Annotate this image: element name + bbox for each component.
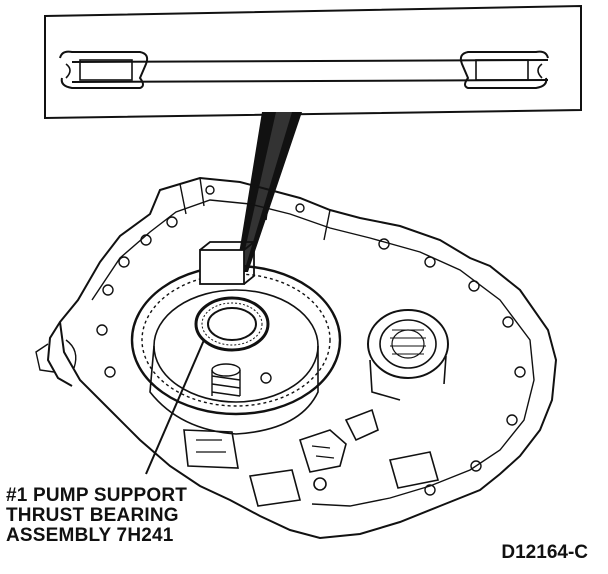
callout-label-line-2: THRUST BEARING — [6, 505, 179, 526]
thrust-bearing — [194, 296, 270, 352]
figure-code: D12164-C — [501, 542, 588, 563]
inset-detail-panel — [44, 4, 582, 120]
callout-leader-line — [145, 339, 205, 475]
callout-label-line-3: ASSEMBLY 7H241 — [6, 525, 174, 546]
output-gear — [367, 309, 449, 401]
transmission-case — [35, 176, 558, 540]
support-bracket — [199, 241, 257, 285]
clutch-drum — [130, 264, 342, 435]
callout-label-line-1: #1 PUMP SUPPORT — [6, 485, 188, 506]
detail-pointer-wedge — [236, 112, 302, 272]
valve-body-components — [183, 408, 440, 507]
